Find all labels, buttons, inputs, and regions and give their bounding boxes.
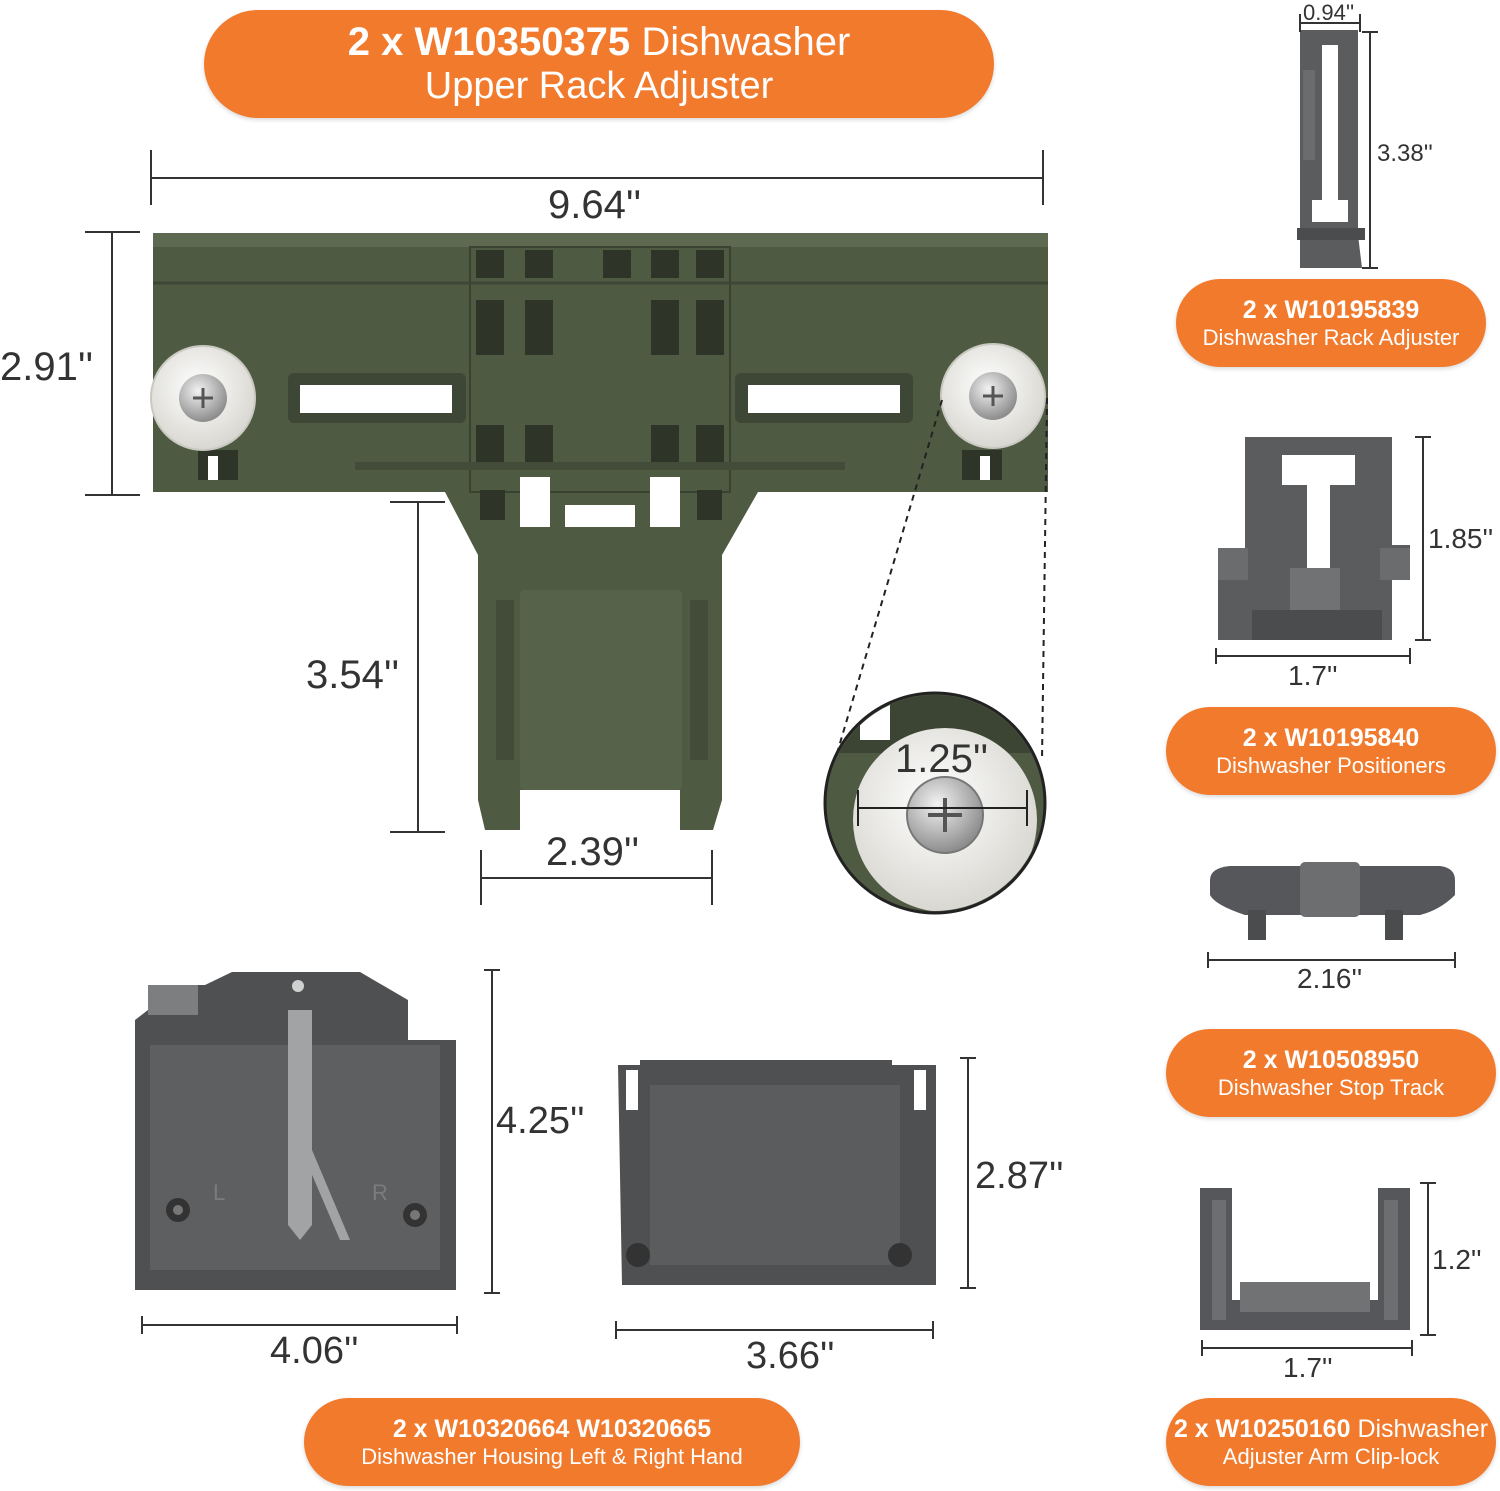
- stop-track-dimension-lines: [1207, 952, 1456, 968]
- dim-stop-track-width: 2.16'': [1297, 963, 1363, 994]
- rack-adjuster-badge: 2 x W10195839 Dishwasher Rack Adjuster: [1176, 279, 1486, 367]
- housing-qty: 2 x: [392, 1414, 428, 1443]
- zoom-guide-lines: [831, 397, 1048, 771]
- dim-clip-lock-height: 1.2'': [1432, 1244, 1482, 1275]
- positioners-part-number: W10195840: [1284, 723, 1420, 752]
- positioners-qty: 2 x: [1242, 723, 1278, 752]
- housing-badge: 2 x W10320664 W10320665 Dishwasher Housi…: [304, 1398, 800, 1486]
- rack-adjuster-name: Dishwasher Rack Adjuster: [1202, 324, 1460, 350]
- main-part-number: W10350375: [414, 20, 631, 65]
- dim-arm-length: 3.54'': [306, 653, 400, 697]
- dim-arm-width: 2.39'': [546, 830, 640, 874]
- stop-track-qty: 2 x: [1242, 1045, 1278, 1074]
- dim-clip-lock-width: 1.7'': [1283, 1352, 1333, 1383]
- dim-housing-left-height: 4.25'': [496, 1100, 585, 1142]
- stop-track-badge: 2 x W10508950 Dishwasher Stop Track: [1166, 1029, 1496, 1117]
- clip-lock-name-line2: Adjuster Arm Clip-lock: [1222, 1443, 1440, 1469]
- rack-adjuster-dimension-lines: [1299, 14, 1378, 269]
- rack-adjuster-part-number: W10195839: [1284, 295, 1420, 324]
- stop-track-part: [1210, 862, 1455, 940]
- clip-lock-qty: 2 x: [1173, 1414, 1209, 1443]
- rack-adjuster-qty: 2 x: [1242, 295, 1278, 324]
- clip-lock-name-suffix: Dishwasher: [1357, 1414, 1489, 1443]
- housing-name: Dishwasher Housing Left & Right Hand: [361, 1443, 743, 1469]
- main-title-badge: 2 x W10350375 Dishwasher Upper Rack Adju…: [204, 10, 994, 118]
- positioners-badge: 2 x W10195840 Dishwasher Positioners: [1166, 707, 1496, 795]
- clip-lock-part-number: W10250160: [1215, 1414, 1351, 1443]
- housing-left-mark-l: L: [213, 1180, 225, 1205]
- stop-track-part-number: W10508950: [1284, 1045, 1420, 1074]
- main-name-line1: Dishwasher: [641, 20, 851, 65]
- dim-rack-adjuster-height: 3.38'': [1377, 140, 1433, 167]
- housing-left-part: [135, 972, 456, 1290]
- clip-lock-dimension-lines: [1201, 1182, 1436, 1356]
- housing-right-dimension-lines: [615, 1057, 976, 1339]
- positioner-dimension-lines: [1215, 436, 1431, 664]
- positioner-part: [1218, 437, 1410, 640]
- dim-rack-adjuster-width: 0.94'': [1303, 0, 1355, 25]
- wheel-zoom-detail: [823, 691, 1047, 915]
- dim-housing-left-width: 4.06'': [270, 1330, 359, 1372]
- housing-left-mark-r: R: [372, 1180, 388, 1205]
- housing-left-dimension-lines: [141, 969, 500, 1334]
- dim-housing-right-height: 2.87'': [975, 1155, 1064, 1197]
- main-dimension-lines: [85, 150, 1044, 905]
- positioners-name: Dishwasher Positioners: [1216, 752, 1446, 778]
- dim-positioner-width: 1.7'': [1288, 660, 1338, 691]
- dim-main-width: 9.64'': [548, 183, 642, 227]
- dim-main-height: 2.91'': [0, 345, 94, 389]
- dim-housing-right-width: 3.66'': [746, 1335, 835, 1377]
- clip-lock-part: [1200, 1188, 1410, 1330]
- housing-right-part: [618, 1060, 936, 1285]
- stop-track-name: Dishwasher Stop Track: [1217, 1074, 1445, 1100]
- main-name-line2: Upper Rack Adjuster: [424, 65, 774, 108]
- clip-lock-badge: 2 x W10250160 Dishwasher Adjuster Arm Cl…: [1166, 1398, 1496, 1486]
- main-qty: 2 x: [347, 20, 404, 65]
- upper-rack-adjuster-part: [150, 233, 1048, 830]
- dim-positioner-height: 1.85'': [1428, 523, 1494, 554]
- rack-adjuster-part: [1297, 30, 1365, 268]
- dim-wheel-diameter: 1.25'': [895, 737, 989, 781]
- housing-part-numbers: W10320664 W10320665: [434, 1414, 712, 1443]
